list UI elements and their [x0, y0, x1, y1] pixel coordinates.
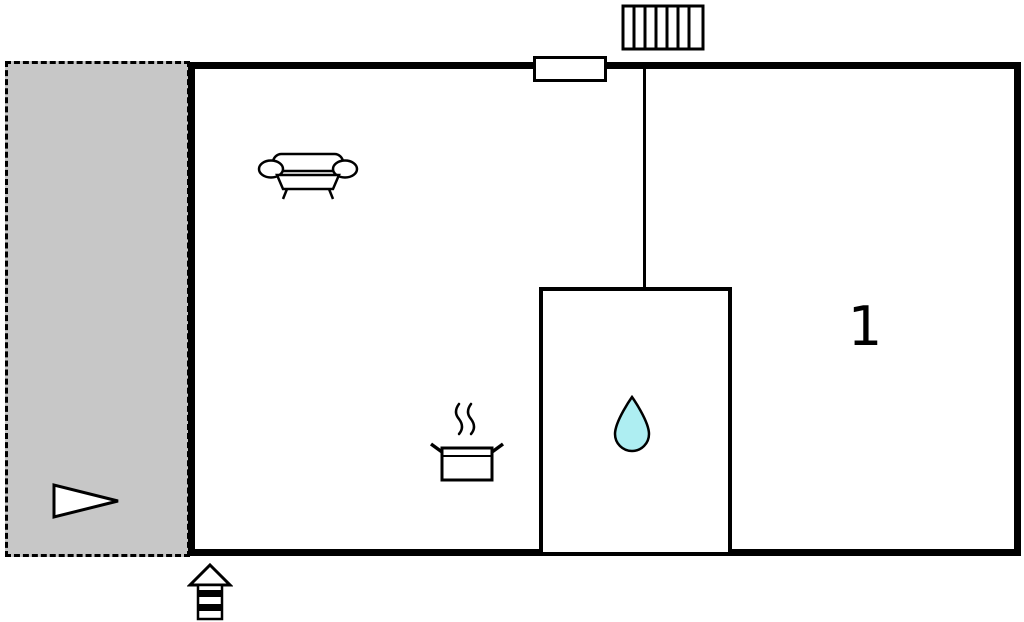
window [533, 56, 607, 82]
water-drop-icon [609, 393, 655, 457]
interior-wall [643, 69, 646, 290]
cooking-pot-icon [428, 398, 506, 486]
terrace-area [5, 61, 190, 557]
entrance-arrow-icon [50, 480, 124, 522]
sofa-icon [257, 142, 359, 206]
room-label: 1 [847, 295, 883, 358]
well-icon [187, 562, 233, 622]
radiator-icon [621, 4, 705, 51]
